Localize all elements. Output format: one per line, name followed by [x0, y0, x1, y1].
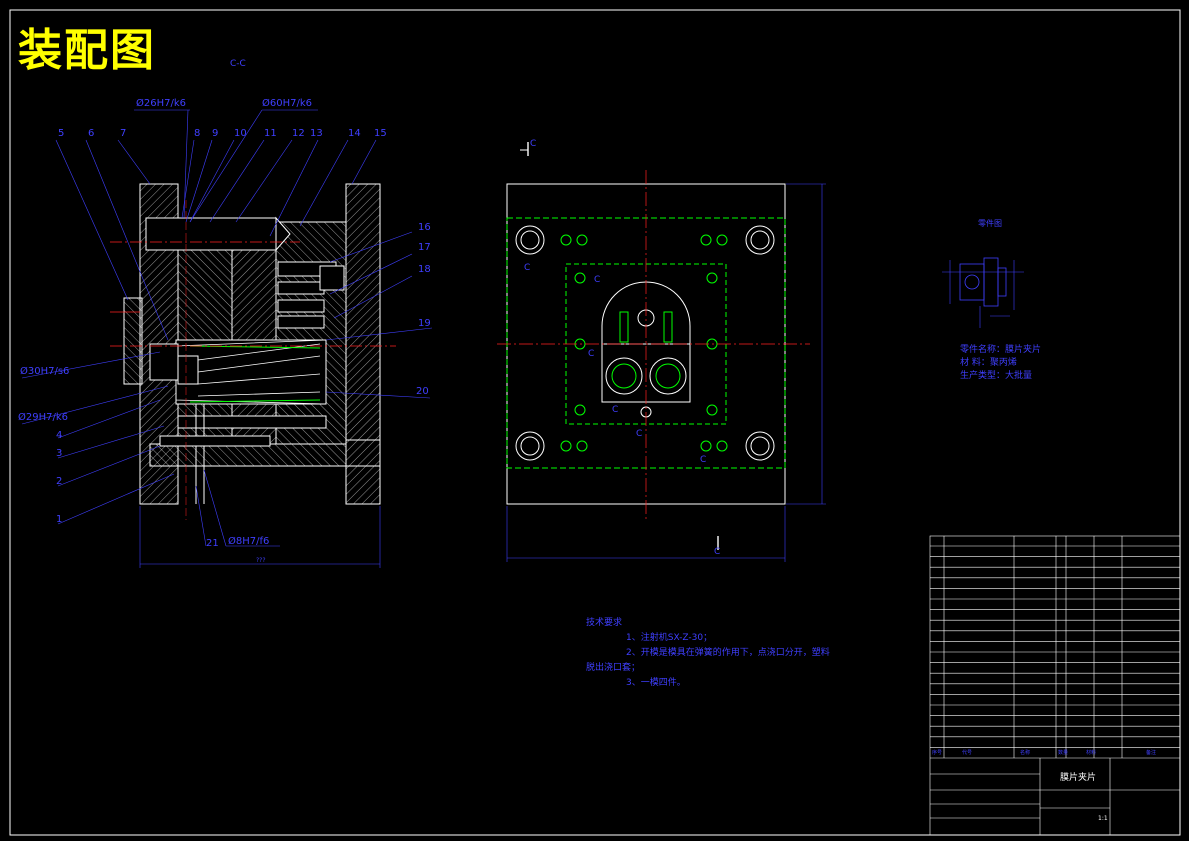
balloon-18: 18: [418, 264, 431, 275]
svg-text:???: ???: [256, 557, 266, 564]
balloon-17: 17: [418, 242, 431, 253]
svg-text:C: C: [636, 429, 642, 439]
section-mark-label: C-C: [230, 59, 246, 69]
svg-text:C: C: [524, 263, 530, 273]
technical-requirements: 技术要求 1、注射机SX-Z-30； 2、开模是模具在弹簧的作用下，点浇口分开，…: [586, 616, 830, 691]
svg-text:C: C: [588, 349, 594, 359]
part-detail-view: [942, 257, 1024, 328]
bom-table: [929, 535, 1181, 836]
section-view: ???: [110, 183, 396, 568]
balloon-15: 15: [374, 128, 387, 139]
part-info: 零件名称：膜片夹片 材 料：聚丙烯 生产类型：大批量: [960, 344, 1041, 383]
title-block-drawing-name: 膜片夹片: [1060, 771, 1096, 783]
fit-label-4: Ø29H7/k6: [18, 411, 68, 423]
svg-text:C: C: [700, 455, 706, 465]
balloon-5: 5: [58, 128, 64, 139]
svg-text:C: C: [594, 275, 600, 285]
part-material-line: 材 料：聚丙烯: [960, 358, 1017, 368]
tech-note-3: 3、一模四件。: [626, 678, 686, 688]
balloon-13: 13: [310, 128, 323, 139]
fit-label-5: Ø8H7/f6: [228, 535, 269, 547]
fit-label-2: Ø60H7/k6: [262, 97, 312, 109]
balloon-11: 11: [264, 128, 277, 139]
svg-text:名称: 名称: [1020, 749, 1030, 756]
plan-view: [497, 142, 826, 562]
svg-text:C: C: [530, 139, 536, 149]
part-name-line: 零件名称：膜片夹片: [960, 345, 1042, 355]
title-block-scale: 1:1: [1098, 815, 1108, 822]
balloon-14: 14: [348, 128, 361, 139]
tech-note-2: 2、开模是模具在弹簧的作用下，点浇口分开，塑料: [626, 648, 830, 658]
svg-text:C: C: [612, 405, 618, 415]
fit-label-3: Ø30H7/s6: [20, 365, 69, 377]
tech-notes-heading: 技术要求: [586, 618, 623, 628]
balloon-4: 4: [56, 430, 62, 441]
drawing-frame: [9, 9, 1181, 836]
balloon-19: 19: [418, 318, 431, 329]
tech-note-2b: 脱出浇口套；: [586, 663, 641, 673]
balloon-3: 3: [56, 448, 62, 459]
leader-lines: [21, 109, 433, 547]
svg-text:备注: 备注: [1146, 749, 1156, 756]
balloon-labels: 5 6 7 8 9 10 11 12 13 14 15 16 17 18 19 …: [56, 128, 431, 549]
part-view-heading: 零件图: [978, 219, 1002, 228]
balloon-1: 1: [56, 514, 62, 525]
svg-text:材料: 材料: [1086, 749, 1096, 756]
balloon-10: 10: [234, 128, 247, 139]
part-batch-line: 生产类型：大批量: [960, 371, 1033, 381]
svg-text:数量: 数量: [1058, 749, 1068, 756]
balloon-2: 2: [56, 476, 62, 487]
svg-text:序号: 序号: [932, 749, 942, 756]
balloon-12: 12: [292, 128, 305, 139]
tech-note-1: 1、注射机SX-Z-30；: [626, 633, 713, 643]
balloon-21: 21: [206, 538, 219, 549]
balloon-16: 16: [418, 222, 431, 233]
svg-text:C: C: [714, 547, 720, 557]
fit-label-1: Ø26H7/k6: [136, 97, 186, 109]
section-letters: C C C C C C C C: [524, 139, 720, 557]
balloon-20: 20: [416, 386, 429, 397]
balloon-6: 6: [88, 128, 94, 139]
svg-text:代号: 代号: [962, 749, 972, 756]
balloon-7: 7: [120, 128, 126, 139]
drawing-title: 装配图: [18, 25, 156, 76]
balloon-9: 9: [212, 128, 218, 139]
bom-header: 序号 代号 名称 数量 材料 备注: [932, 749, 1156, 756]
balloon-8: 8: [194, 128, 200, 139]
